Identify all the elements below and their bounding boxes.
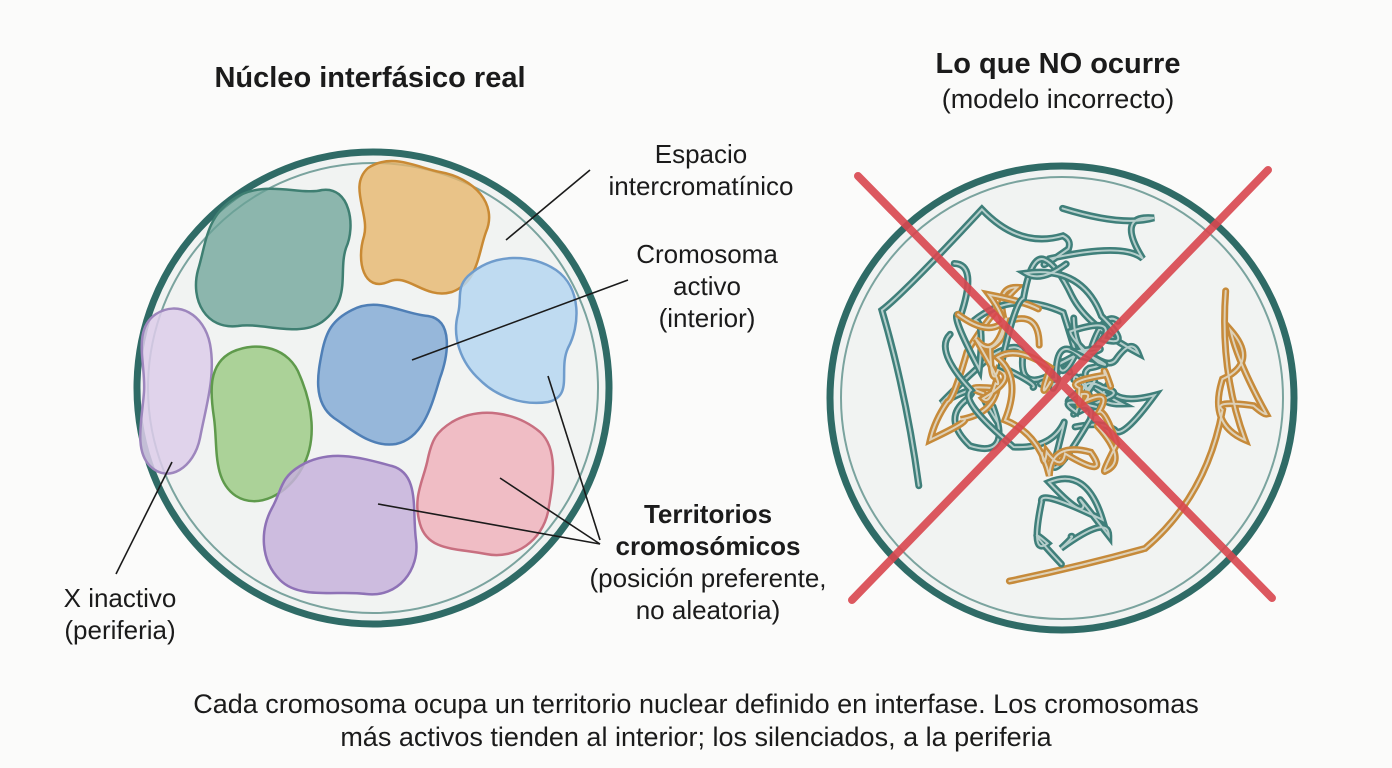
chromatin-strand-highlight xyxy=(880,207,1155,487)
leader-lines xyxy=(115,169,629,575)
red-cross-mark xyxy=(848,166,1276,604)
chromatin-strand-highlight xyxy=(1074,369,1118,473)
chromatin-strand-highlight xyxy=(1039,348,1158,433)
label-x-inactivo: X inactivo (periferia) xyxy=(40,582,200,646)
leader-xinactivo xyxy=(115,461,173,575)
label-activo-line2: activo xyxy=(673,271,741,301)
chromatin-strand-highlight xyxy=(957,293,1040,402)
chromatin-strand-highlight xyxy=(1008,289,1268,583)
caption: Cada cromosoma ocupa un territorio nucle… xyxy=(96,688,1296,754)
territory-blue-light xyxy=(454,256,578,405)
chromatin-strand-highlight xyxy=(1022,262,1120,366)
leader-espacio xyxy=(505,169,591,241)
territory-teal xyxy=(194,187,352,331)
label-espacio-line1: Espacio xyxy=(654,139,748,169)
leader-territorio-purple xyxy=(377,503,601,545)
cross-line-2 xyxy=(848,166,1272,604)
label-xinactivo-line2: (periferia) xyxy=(64,615,176,645)
label-territorios-line3: (posición preferente, xyxy=(589,563,827,593)
chromatin-strand-highlight xyxy=(1035,477,1110,566)
caption-line2: más activos tienden al interior; los sil… xyxy=(340,722,1052,752)
label-espacio-line2: intercromatínico xyxy=(608,171,794,201)
label-xinactivo-line1: X inactivo xyxy=(63,583,177,613)
territory-green xyxy=(210,345,313,503)
tangled-chromatin xyxy=(877,204,1272,585)
label-cromosoma-activo: Cromosoma activo (interior) xyxy=(612,238,802,334)
label-territorios-line2: cromosómicos xyxy=(615,531,801,561)
label-territorios-line1: Territorios xyxy=(643,499,773,529)
label-territorios-cromosomicos: Territorios cromosómicos (posición prefe… xyxy=(572,498,844,626)
leader-territorio-blue xyxy=(547,375,601,541)
territory-purple xyxy=(262,454,418,596)
left-panel-title: Núcleo interfásico real xyxy=(214,62,526,94)
right-panel-title: Lo que NO ocurre xyxy=(935,48,1181,80)
leader-activo xyxy=(411,279,629,361)
label-activo-line3: (interior) xyxy=(658,303,756,333)
territory-blue-center xyxy=(316,303,448,446)
leader-territorio-pink xyxy=(499,477,601,545)
cross-line-1 xyxy=(854,172,1276,602)
territory-orange xyxy=(358,159,491,295)
chromosome-territories xyxy=(139,159,578,596)
label-territorios-line4: no aleatoria) xyxy=(635,595,781,625)
label-espacio-intercromatinico: Espacio intercromatínico xyxy=(596,138,806,202)
label-activo-line1: Cromosoma xyxy=(636,239,778,269)
chromatin-strand-highlight xyxy=(995,352,1098,477)
incorrect-nucleus-envelope-inner xyxy=(840,176,1284,620)
caption-line1: Cada cromosoma ocupa un territorio nucle… xyxy=(193,689,1199,719)
right-panel-subtitle: (modelo incorrecto) xyxy=(941,84,1175,114)
territory-pink xyxy=(416,411,555,557)
territory-lavender xyxy=(139,307,214,475)
